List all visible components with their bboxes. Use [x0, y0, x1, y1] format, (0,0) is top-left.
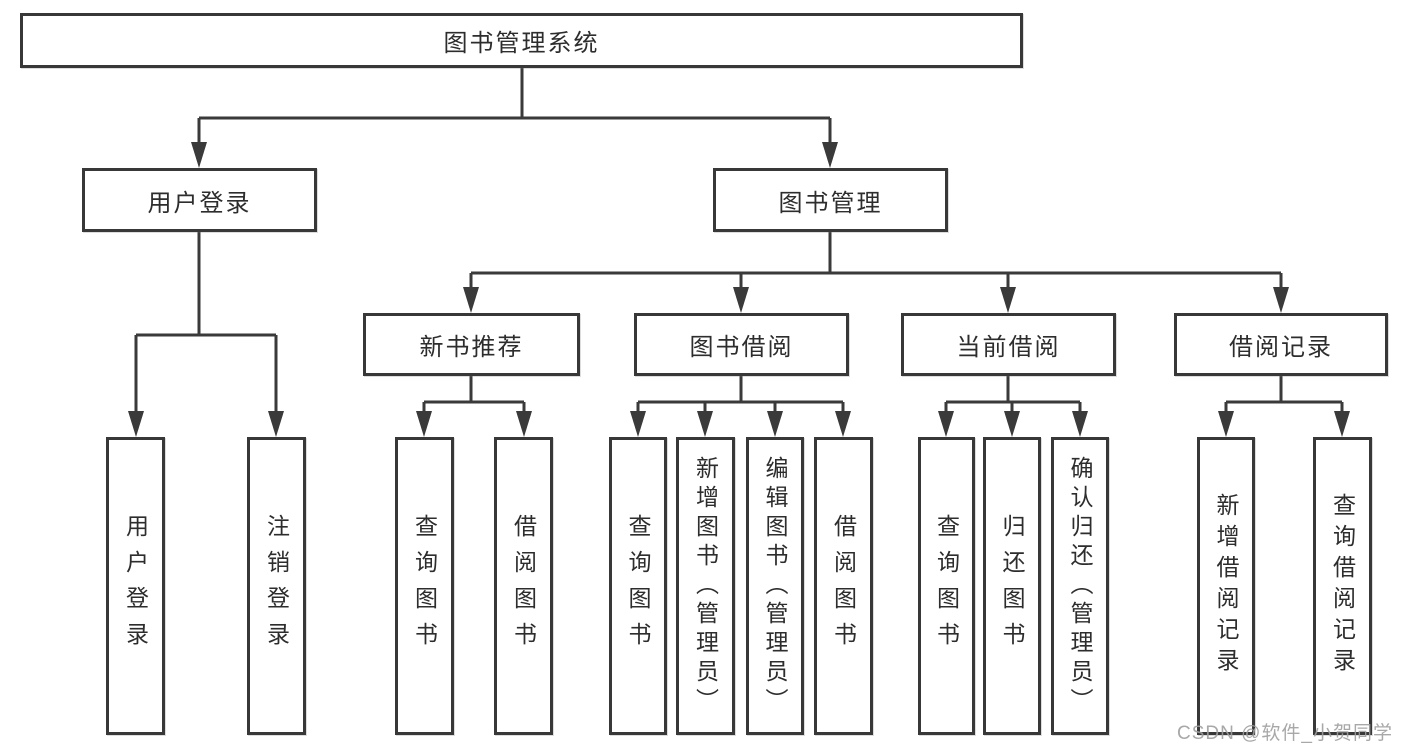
node-label: 新书推荐	[419, 334, 524, 361]
connector-bookmgmt-to-level3	[469, 232, 1283, 292]
node-label: 图书管理	[778, 189, 883, 217]
arrowhead	[516, 411, 532, 437]
node-label: 查询图书	[933, 514, 960, 658]
node-label: 归还图书	[999, 514, 1025, 658]
node-book-management-branch: 图书管理	[713, 168, 948, 232]
node-label: 借阅图书	[510, 514, 537, 658]
node-query-books-3: 查询图书	[918, 437, 975, 735]
node-return-books: 归还图书	[983, 437, 1041, 735]
node-add-borrow-record: 新增借阅记录	[1197, 437, 1255, 735]
arrowhead	[697, 411, 713, 437]
arrowhead	[733, 287, 749, 313]
node-user-login-branch: 用户登录	[82, 168, 317, 232]
node-label: 编辑图书（管理员）	[762, 455, 788, 717]
connector-borrowrecords-to-leaves	[1224, 376, 1344, 418]
arrowhead	[1000, 287, 1016, 313]
node-label: 借阅记录	[1229, 334, 1333, 361]
arrowhead	[835, 411, 851, 437]
connector-bookborrow-to-leaves	[636, 376, 845, 418]
node-borrow-books-2: 借阅图书	[814, 437, 873, 735]
node-confirm-return-admin: 确认归还（管理员）	[1051, 437, 1109, 735]
node-borrow-books-1: 借阅图书	[494, 437, 553, 735]
arrowhead	[416, 411, 432, 437]
node-label: 查询图书	[411, 514, 438, 658]
node-library-management-system: 图书管理系统	[20, 13, 1023, 68]
arrowhead	[767, 411, 783, 437]
arrowhead	[1334, 411, 1350, 437]
node-label: 新增借阅记录	[1213, 493, 1239, 679]
node-label: 确认归还（管理员）	[1067, 455, 1093, 717]
arrowhead	[191, 142, 207, 168]
node-query-books-1: 查询图书	[395, 437, 454, 735]
node-label: 图书借阅	[689, 334, 794, 361]
node-current-borrowing: 当前借阅	[901, 313, 1116, 376]
node-book-borrowing: 图书借阅	[634, 313, 849, 376]
node-logout: 注销登录	[247, 437, 306, 735]
arrowheads	[128, 142, 1350, 437]
connector-userlogin-to-leaves	[134, 232, 278, 418]
node-user-login-leaf: 用户登录	[106, 437, 165, 735]
node-label: 新增图书（管理员）	[692, 455, 719, 717]
arrowhead	[938, 411, 954, 437]
arrowhead	[128, 411, 144, 437]
node-label: 借阅图书	[830, 514, 857, 658]
connector-currentborrow-to-leaves	[944, 376, 1082, 418]
node-query-borrow-record: 查询借阅记录	[1313, 437, 1372, 735]
node-edit-books-admin: 编辑图书（管理员）	[746, 437, 804, 735]
node-label: 图书管理系统	[443, 30, 600, 57]
node-label: 查询图书	[625, 514, 651, 658]
arrowhead	[1004, 411, 1020, 437]
node-add-books-admin: 新增图书（管理员）	[676, 437, 735, 735]
arrowhead	[268, 411, 284, 437]
connector-newbookrec-to-leaves	[422, 376, 526, 418]
arrowhead	[1273, 287, 1289, 313]
arrowhead	[1072, 411, 1088, 437]
arrowhead	[630, 411, 646, 437]
arrowhead	[1218, 411, 1234, 437]
node-query-books-2: 查询图书	[609, 437, 667, 735]
node-new-book-recommendation: 新书推荐	[363, 313, 580, 376]
node-label: 注销登录	[263, 514, 290, 658]
node-label: 查询借阅记录	[1329, 493, 1356, 679]
node-label: 用户登录	[122, 514, 149, 658]
node-label: 用户登录	[147, 189, 252, 217]
node-borrowing-records: 借阅记录	[1174, 313, 1388, 376]
node-label: 当前借阅	[956, 334, 1061, 361]
arrowhead	[463, 287, 479, 313]
connector-root-to-level2	[197, 68, 832, 146]
arrowhead	[822, 142, 838, 168]
csdn-watermark: CSDN @软件_小贺同学	[1177, 723, 1393, 744]
